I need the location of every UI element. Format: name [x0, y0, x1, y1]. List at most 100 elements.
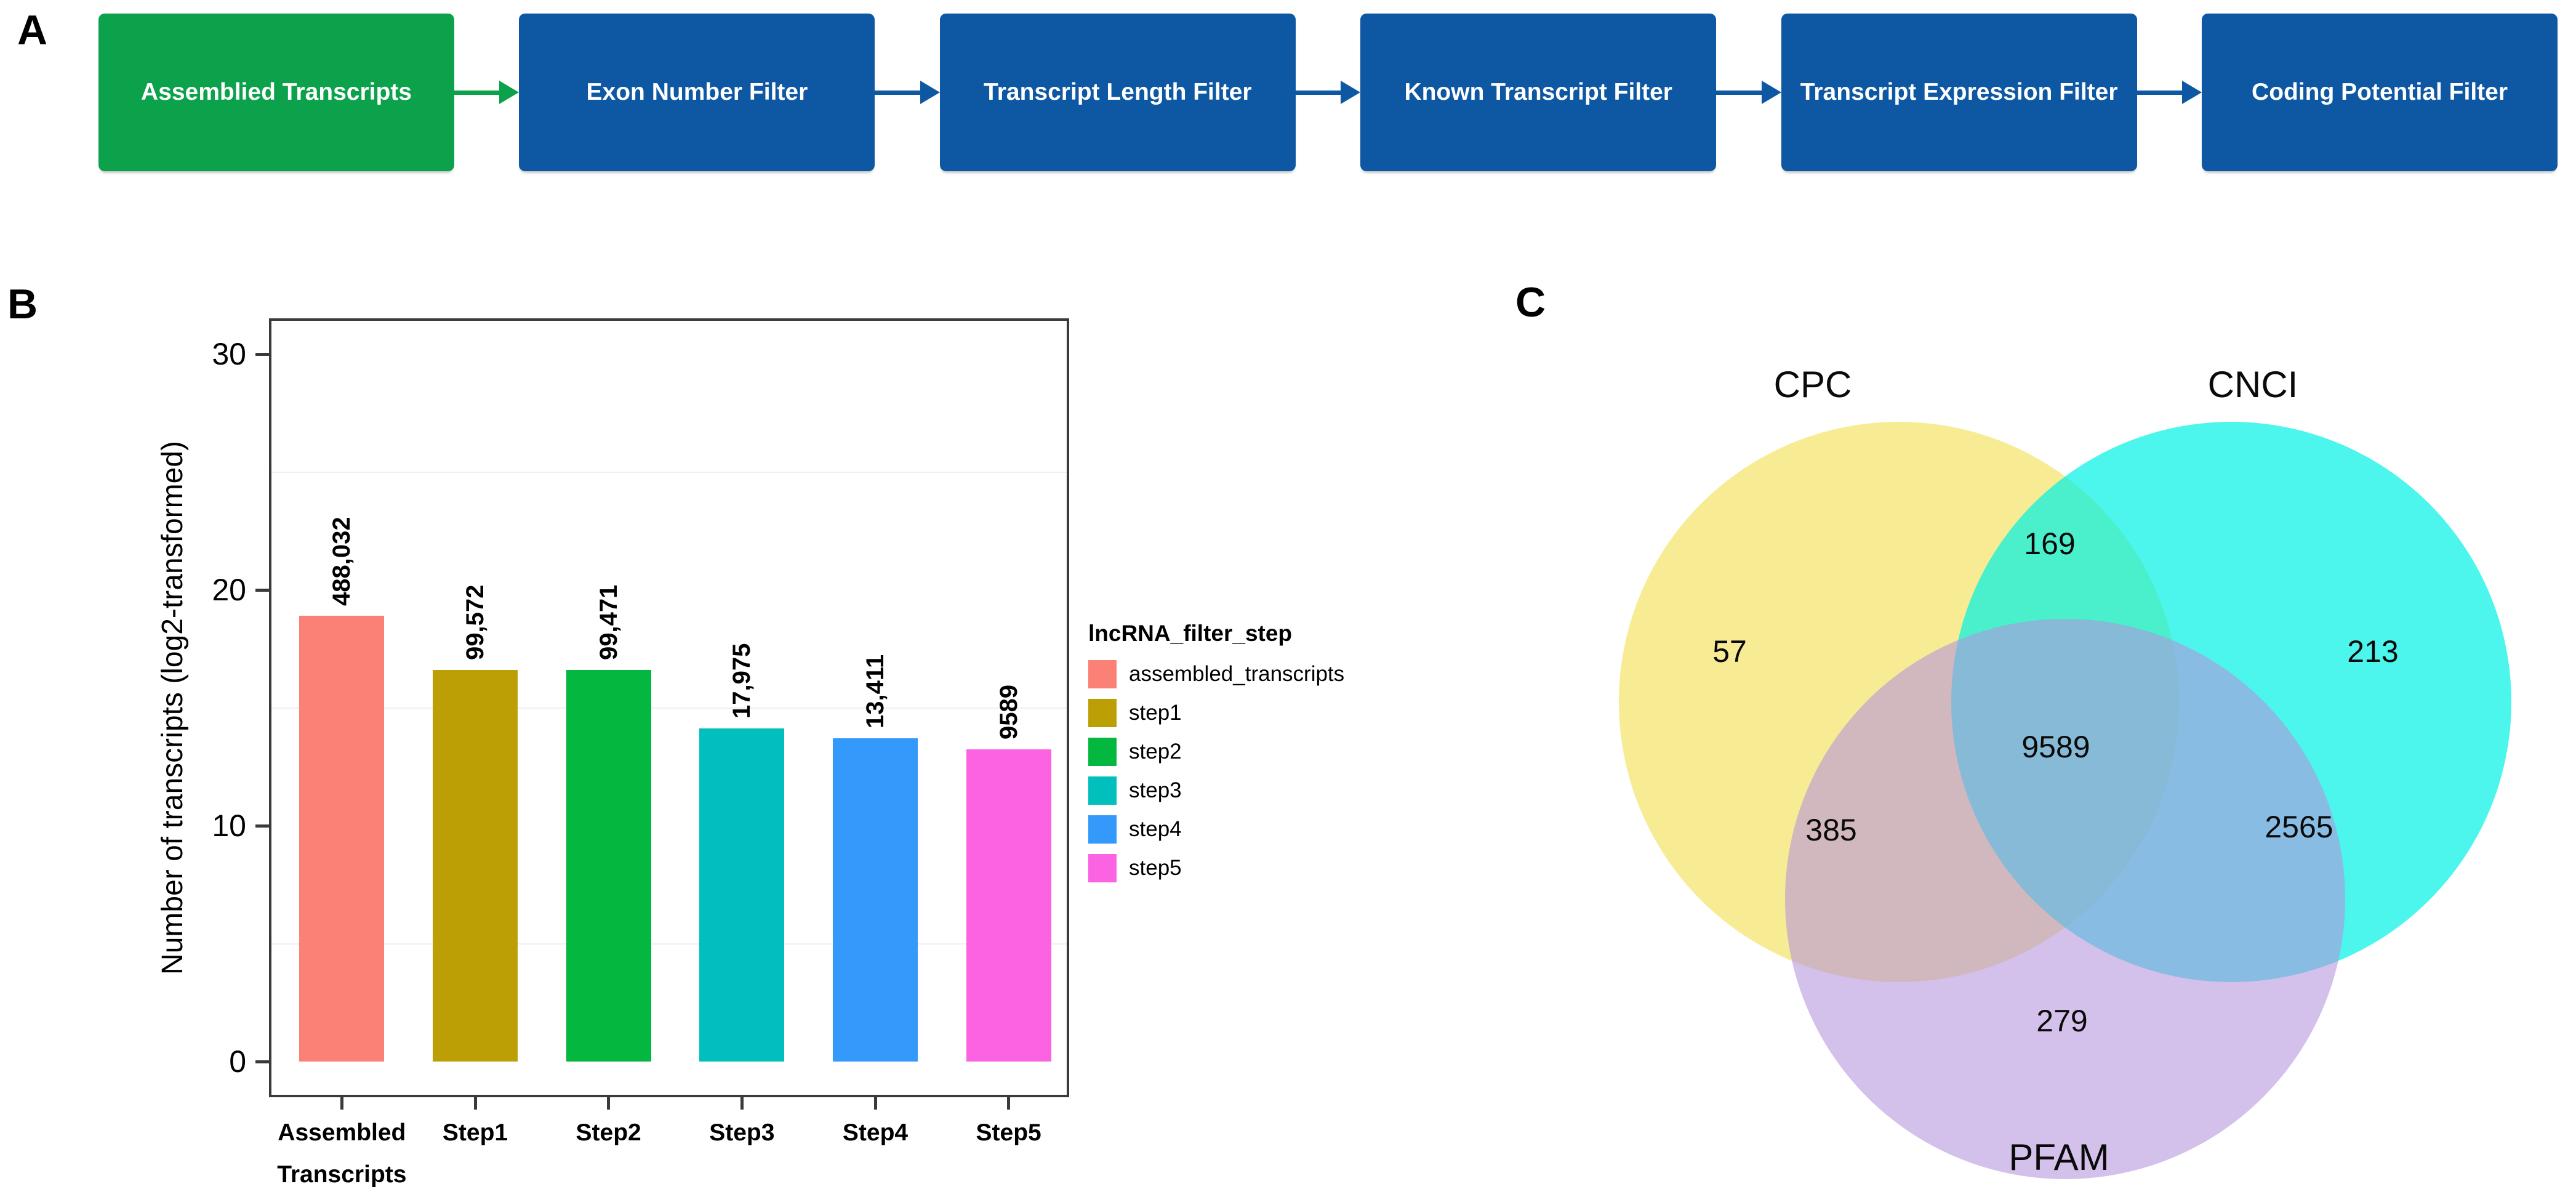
arrow-shaft: [454, 90, 500, 95]
bar-step1: [433, 670, 518, 1062]
minor-gridline: [271, 707, 1067, 709]
flow-box-4: Known Transcript Filter: [1360, 14, 1717, 171]
flow-box-label: Known Transcript Filter: [1404, 79, 1672, 105]
bar-value-label: 99,471: [595, 584, 622, 661]
venn-set-label-cnci: CNCI: [2208, 364, 2298, 405]
y-axis-tick-label: 20: [212, 573, 246, 607]
flow-box-5: Transcript Expression Filter: [1781, 14, 2137, 171]
venn-diagram: CPC CNCI PFAM 57 169 213 9589 385 2565 2…: [1619, 364, 2511, 1179]
y-axis-tick-label: 30: [212, 337, 246, 371]
venn-count-cnci-only: 213: [2347, 634, 2398, 669]
x-tick-mark: [340, 1097, 343, 1110]
panel-c-label: C: [1515, 279, 1546, 326]
flow-arrow-1: [454, 14, 520, 171]
x-axis-label-line: Step2: [576, 1119, 641, 1146]
arrow-shaft: [1716, 90, 1762, 95]
bar-step4: [833, 738, 918, 1062]
flow-box-3: Transcript Length Filter: [939, 14, 1296, 171]
legend-entry-label: step4: [1129, 817, 1182, 841]
minor-gridline: [271, 943, 1067, 945]
y-tick-mark: [255, 824, 269, 828]
arrow-shaft: [2137, 90, 2183, 95]
x-axis-category-label: Step2: [529, 1112, 689, 1154]
x-axis-label-line: Step4: [842, 1119, 909, 1146]
flow-box-label: Assemblied Transcripts: [140, 79, 412, 105]
venn-count-center: 9589: [2021, 730, 2090, 764]
flow-arrow-4: [1716, 14, 1781, 171]
legend-entry-label: step1: [1129, 701, 1182, 725]
x-axis-label-line: Step1: [442, 1119, 508, 1146]
flow-box-6: Coding Potential Filter: [2202, 14, 2558, 171]
legend-swatch: [1088, 699, 1117, 727]
legend-entry-label: assembled_transcripts: [1129, 662, 1345, 686]
x-tick-mark: [607, 1097, 611, 1110]
venn-circle-pfam: [1785, 619, 2345, 1179]
legend-title: lncRNA_filter_step: [1088, 621, 1293, 646]
venn-count-pfam-only: 279: [2036, 1004, 2087, 1038]
x-axis-category-label: Step1: [395, 1112, 555, 1154]
legend-swatch: [1088, 776, 1117, 805]
bar-value-label: 488,032: [328, 517, 356, 607]
minor-gridline: [271, 471, 1067, 473]
bar-step5: [966, 749, 1051, 1062]
x-tick-mark: [1007, 1097, 1011, 1110]
venn-count-cpc-only: 57: [1712, 634, 1747, 669]
bar-step2: [566, 670, 651, 1062]
x-axis-label-line: Step5: [976, 1119, 1041, 1146]
flow-box-label: Transcript Expression Filter: [1800, 79, 2118, 105]
y-tick-mark: [255, 352, 269, 356]
arrow-head-icon: [1341, 81, 1361, 104]
x-axis-category-label: Step3: [662, 1112, 822, 1154]
arrow-shaft: [1295, 90, 1341, 95]
venn-set-label-pfam: PFAM: [2008, 1137, 2109, 1178]
legend-entry: step5: [1088, 854, 1344, 882]
venn-count-cpc-pfam: 385: [1805, 813, 1856, 847]
venn-count-cpc-cnci: 169: [2024, 526, 2075, 561]
flowchart: Assemblied Transcripts Exon Number Filter…: [98, 14, 2558, 171]
y-axis-tick-label: 0: [229, 1044, 246, 1079]
y-tick-mark: [255, 1060, 269, 1063]
panel-b-label: B: [7, 281, 38, 328]
legend-swatch: [1088, 738, 1117, 766]
bar-value-label: 17,975: [728, 643, 756, 719]
legend-swatch: [1088, 854, 1117, 882]
flow-arrow-2: [875, 14, 940, 171]
legend-entry: step1: [1088, 699, 1344, 727]
x-tick-mark: [473, 1097, 477, 1110]
venn-set-label-cpc: CPC: [1774, 364, 1852, 405]
legend-entry: step4: [1088, 815, 1344, 844]
x-tick-mark: [873, 1097, 877, 1110]
legend-entry-label: step2: [1129, 740, 1182, 764]
flow-box-label: Transcript Length Filter: [984, 79, 1252, 105]
legend-swatch: [1088, 815, 1117, 844]
legend-swatch: [1088, 660, 1117, 688]
arrow-head-icon: [2182, 81, 2202, 104]
legend-entry: step3: [1088, 776, 1344, 805]
legend-entry: step2: [1088, 738, 1344, 766]
x-axis-category-label: Step5: [929, 1112, 1089, 1154]
x-axis-label-line: Transcripts: [277, 1161, 407, 1188]
bar-value-label: 13,411: [862, 654, 889, 728]
bar-value-label: 99,572: [462, 584, 489, 661]
bar-value-label: 9589: [995, 685, 1022, 740]
arrow-head-icon: [920, 81, 940, 104]
flow-box-1: Assemblied Transcripts: [98, 14, 454, 171]
bar-step3: [699, 728, 785, 1062]
y-axis-tick-label: 10: [212, 808, 246, 843]
venn-count-cnci-pfam: 2565: [2265, 810, 2333, 844]
x-axis-label-line: Assembled: [278, 1119, 406, 1146]
flow-box-2: Exon Number Filter: [519, 14, 875, 171]
arrow-shaft: [875, 90, 920, 95]
y-tick-mark: [255, 588, 269, 592]
legend: lncRNA_filter_step assembled_transcripts…: [1088, 621, 1344, 893]
x-axis-category-label: Step4: [795, 1112, 955, 1154]
legend-entry-label: step3: [1129, 778, 1182, 802]
arrow-head-icon: [499, 81, 520, 104]
flow-arrow-5: [2137, 14, 2202, 171]
bar-assembled-transcripts: [299, 616, 385, 1062]
x-tick-mark: [740, 1097, 744, 1110]
legend-entry: assembled_transcripts: [1088, 660, 1344, 688]
